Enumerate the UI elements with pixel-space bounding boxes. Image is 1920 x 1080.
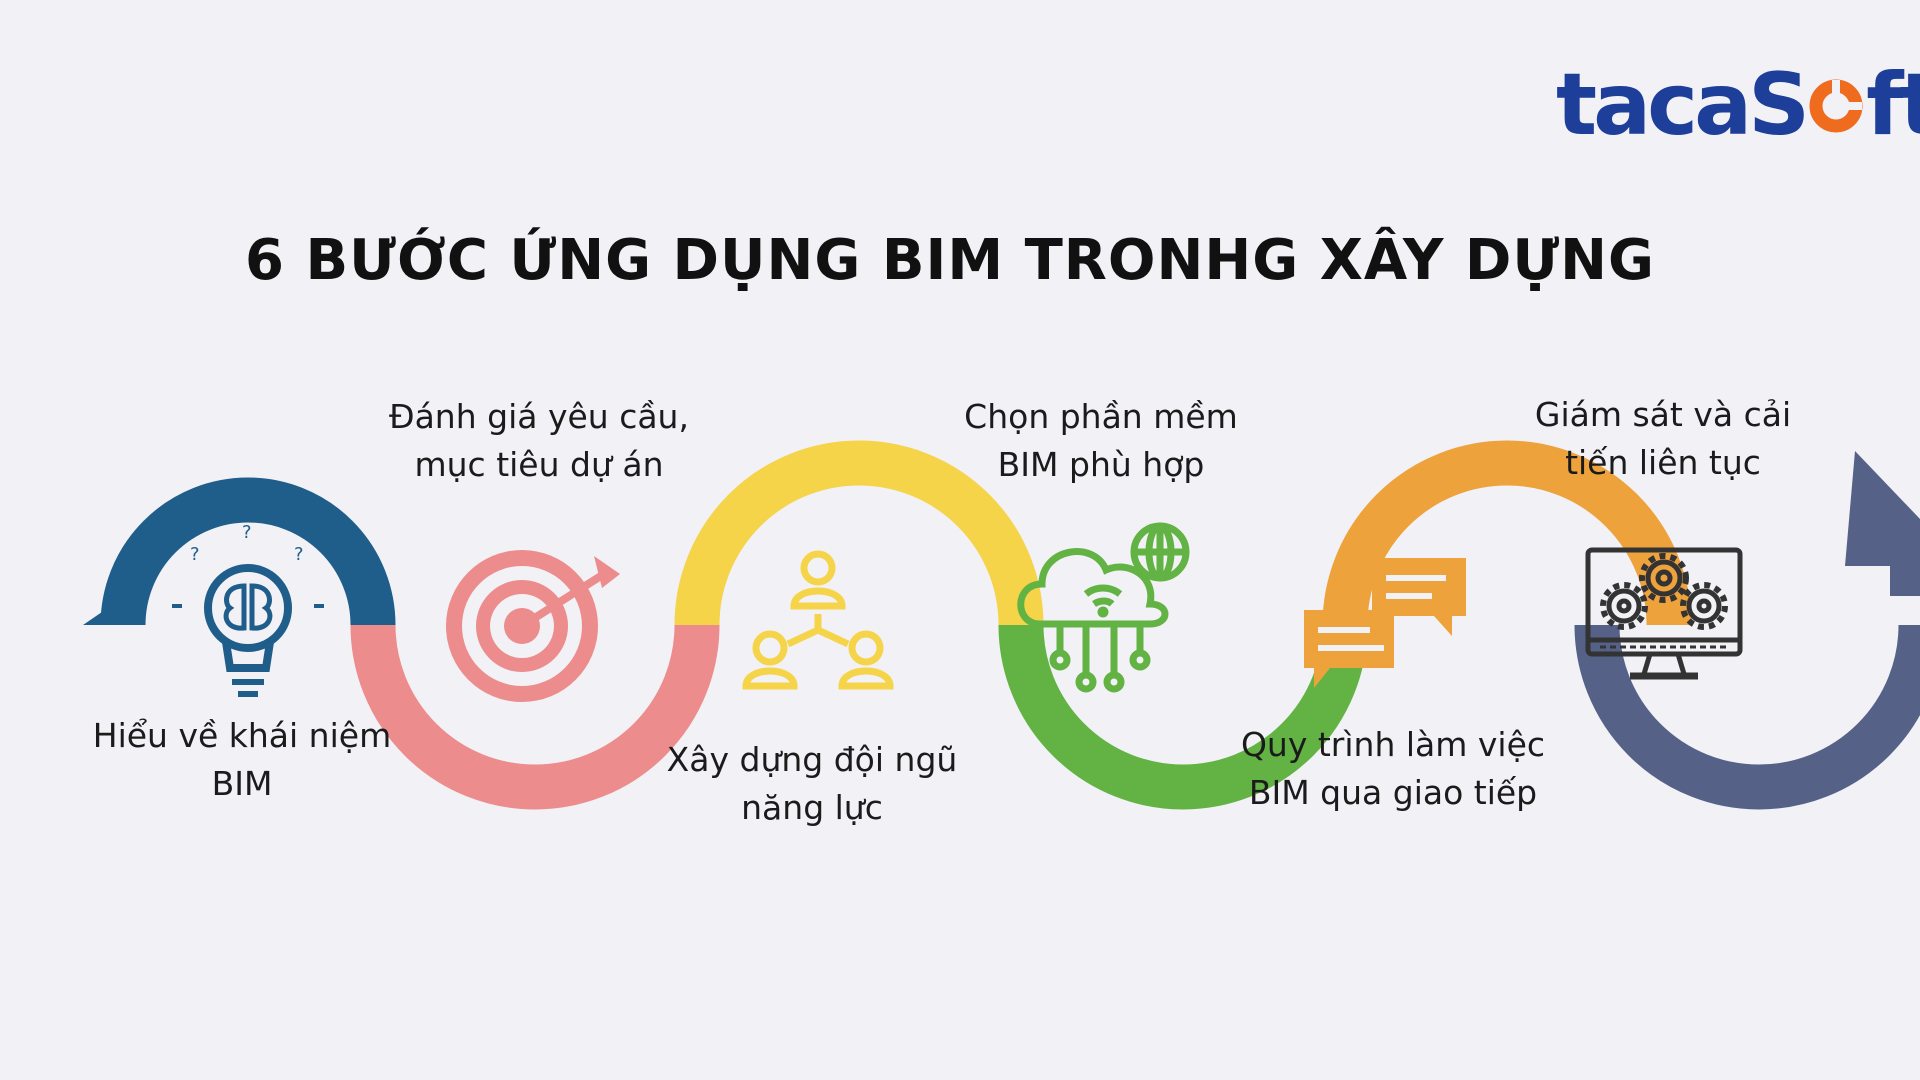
logo-text-part1: tacaS [1556, 55, 1810, 155]
step-1-line2: BIM [211, 764, 273, 803]
team-icon [742, 550, 894, 690]
step-3-label: Xây dựng đội ngũ năng lực [642, 736, 982, 832]
step-5-line2: BIM qua giao tiếp [1248, 773, 1538, 812]
step-4-line1: Chọn phần mềm [964, 397, 1238, 436]
step-6-line2: tiến liên tục [1565, 443, 1761, 482]
step-1-line1: Hiểu về khái niệm [92, 716, 392, 755]
svg-text:?: ? [242, 522, 252, 543]
step-3-arc [674, 440, 1044, 626]
step-2-line2: mục tiêu dự án [414, 445, 664, 484]
logo-text-part2: ft [1866, 55, 1920, 155]
svg-text:?: ? [190, 544, 200, 565]
step-6-label: Giám sát và cải tiến liên tục [1493, 391, 1833, 487]
step-6-arc [1574, 624, 1920, 810]
step-4-arc [998, 624, 1368, 810]
svg-text:?: ? [294, 544, 304, 565]
step-1-label: Hiểu về khái niệm BIM [72, 712, 412, 808]
step-6-line1: Giám sát và cải [1534, 395, 1792, 434]
step-3-line1: Xây dựng đội ngũ [666, 740, 958, 779]
logo-o-icon [1808, 78, 1864, 134]
chat-bubbles-icon [1304, 558, 1466, 688]
step-4-line2: BIM phù hợp [997, 445, 1205, 484]
step-6-arrow-head [1845, 451, 1920, 596]
monitor-gears-icon [1585, 547, 1743, 680]
tacasoft-logo: tacaSft [1556, 62, 1920, 148]
step-4-label: Chọn phần mềm BIM phù hợp [931, 393, 1271, 489]
step-2-arc [350, 624, 720, 810]
target-icon [446, 550, 620, 702]
page-title: 6 BƯỚC ỨNG DỤNG BIM TRONHG XÂY DỰNG [244, 228, 1655, 293]
step-2-label: Đánh giá yêu cầu, mục tiêu dự án [369, 393, 709, 489]
step-2-line1: Đánh giá yêu cầu, [389, 397, 689, 436]
cloud-network-icon [1017, 522, 1190, 693]
step-5-label: Quy trình làm việc BIM qua giao tiếp [1223, 721, 1563, 817]
step-3-line2: năng lực [741, 788, 883, 827]
step-1-arc-start-cap [83, 612, 102, 625]
step-5-line1: Quy trình làm việc [1240, 725, 1546, 764]
lightbulb-brain-icon: ? ? ? [172, 522, 324, 697]
step-1-arc [100, 477, 396, 626]
